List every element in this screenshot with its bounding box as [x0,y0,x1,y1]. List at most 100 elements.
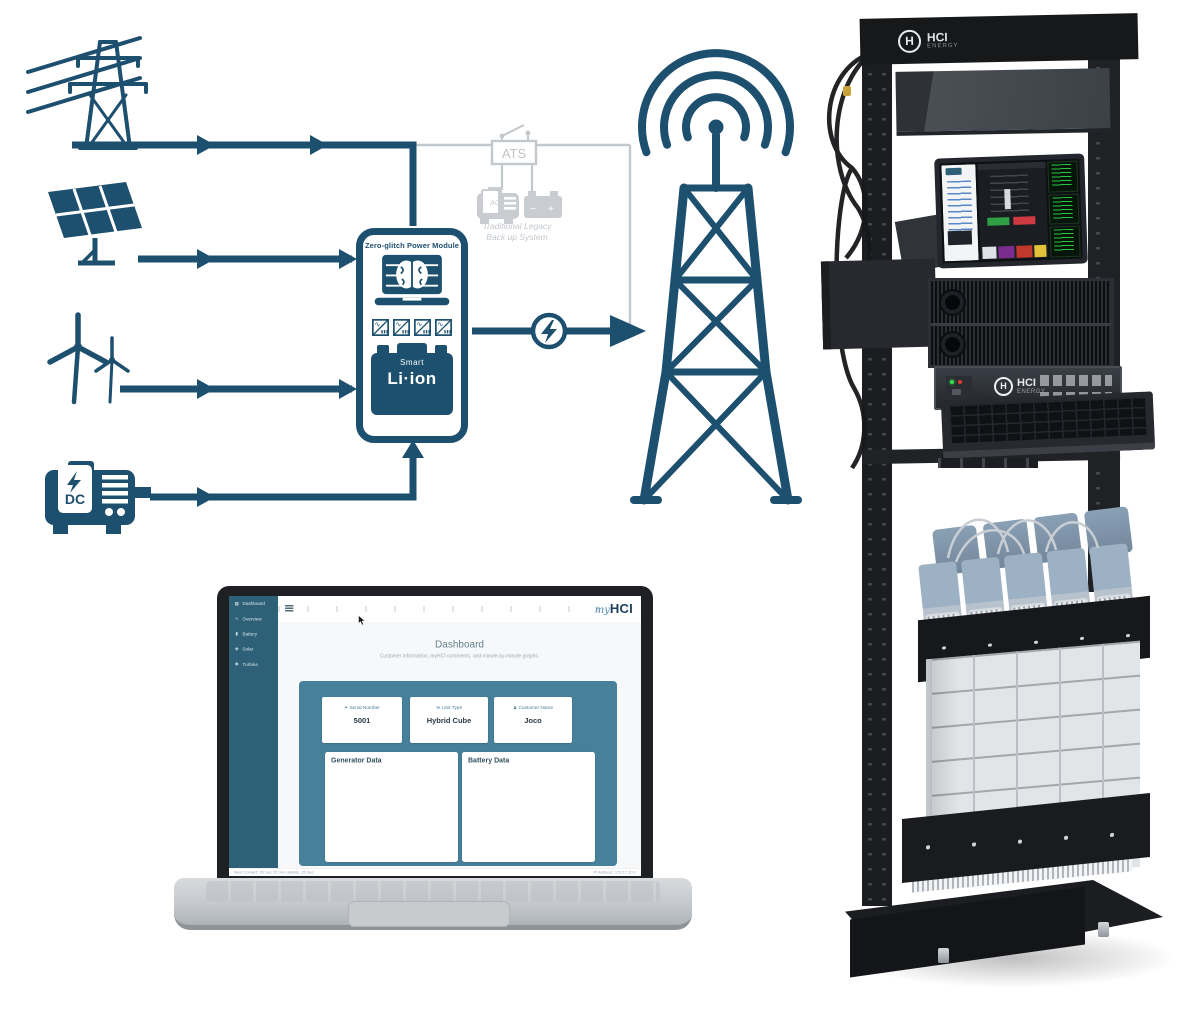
legacy-backup-group: AC − + ATS [413,124,632,326]
turbine-icon: ✱ [234,661,239,667]
dc-generator-label: DC [65,491,85,507]
monitor-ui-stop-button [1013,216,1036,225]
status-cell [1034,244,1047,258]
unit-type-icon: ≫ [435,705,441,710]
sidebar-item-dashboard[interactable]: ▦Dashboard [229,596,278,611]
sidebar-item-overview[interactable]: ∿Overview [229,611,278,626]
flow-arrows [72,135,646,507]
tray-slide-rail [938,458,1038,468]
green-led [950,380,954,384]
monitor-ui-gauges [1047,160,1081,258]
gauge-readout [1048,193,1080,226]
inverter-icon: ∿ [414,319,431,336]
smart-liion-battery: Smart Li·ion [371,343,453,415]
hci-logo-icon: H [897,29,922,53]
rack-ups-unit [895,68,1111,136]
bolt-icon [541,320,557,343]
fan-icon [939,289,966,316]
rack-side-box [820,258,938,350]
rack-server-vented [928,278,1114,368]
sidebar-item-solar[interactable]: ✚Solar [229,642,278,657]
dashboard-topbar: myHCI [278,596,641,623]
svg-text:∿: ∿ [375,322,381,329]
battery-liion-label: Li·ion [387,369,437,388]
myhci-dashboard: ▦Dashboard∿Overview▮Battery✚Solar✱Turbin… [229,596,641,876]
customer-name-value: Joco [524,716,542,726]
monitor-ui-statusrow [982,244,1047,260]
dashboard-icon: ▦ [234,600,239,606]
monitor-ui-sidebar [941,164,979,262]
legacy-generator-label: AC [489,200,501,207]
user-icon: ♟ [512,705,517,710]
battery-handle [397,343,427,353]
legacy-battery-icon [524,191,562,218]
inverter-icon: ∿ [435,319,452,336]
gauge-readout [1049,225,1081,258]
laptop-trackpad [348,901,510,927]
fan-icon [939,331,966,358]
status-bar: Next Contact: 30 Sec 15 min Update: 15 S… [229,868,641,876]
sidebar-item-battery[interactable]: ▮Battery [229,626,278,641]
red-led [958,380,962,384]
dashboard-panel: ✦Serial Number 5001 ≫Unit Type Hybrid Cu… [299,681,617,866]
battery-data-chart-card: Battery Data [462,752,595,862]
laptop-display: ▦Dashboard∿Overview▮Battery✚Solar✱Turbin… [229,596,641,876]
chart-title: Generator Data [331,756,382,764]
menu-icon[interactable] [285,605,294,612]
card-label: Serial Number [349,705,380,711]
wind-turbine-icon [47,312,130,405]
battery-terminal [377,345,389,353]
brain-icon [396,260,428,289]
legacy-generator-icon [477,187,519,224]
rack-keyboard [949,396,1147,444]
keyboard-tray [940,391,1156,459]
serial-number-card: ✦Serial Number 5001 [322,697,402,743]
page-title: Dashboard [435,639,484,650]
power-button [952,389,961,395]
inverter-icon: ∿ [372,319,389,336]
monitor-ui-start-button [987,217,1010,226]
flow-diagram: AC − + ATS [72,124,646,507]
overview-icon: ∿ [234,616,239,622]
ats-box [490,139,538,166]
sidebar-item-turbine[interactable]: ✱Turbine [229,657,278,672]
svg-text:∿: ∿ [438,322,444,329]
unit-type-card: ≫Unit Type Hybrid Cube [410,697,488,743]
dc-generator-icon [45,461,151,534]
power-source-icons: DC [26,36,151,534]
cursor-pointer [358,615,366,626]
page-subtitle: Customer information, myHCI comments, an… [379,653,540,660]
unit-logo: H HCI ENERGY [994,377,1045,396]
tag-icon: ✦ [344,705,348,710]
unit-type-value: Hybrid Cube [426,716,472,726]
sidebar-item-label: Battery [242,631,258,637]
status-cell [982,246,997,260]
card-label: Unit Type [442,705,463,711]
myhci-logo: myHCI [595,601,633,617]
logo-bold: HCI [609,601,633,616]
inverter-icon: ∿ [393,319,410,336]
sidebar-item-label: Overview [242,616,262,622]
generator-data-chart-card: Generator Data [325,752,458,862]
monitor-ui-slider [1004,189,1011,210]
svg-text:∿: ∿ [396,322,402,329]
status-cell [1016,245,1033,258]
monitor-screen [939,158,1083,264]
status-left: Next Contact: 30 Sec 15 min Update: 15 S… [234,870,314,875]
card-label: Customer Name [518,705,554,711]
solar-panel-icon [48,182,142,266]
cable-tie [843,86,851,96]
cell-tower-icon [630,49,802,505]
customer-name-card: ♟Customer Name Joco [494,697,572,743]
sidebar-item-label: Dashboard [242,601,265,607]
module-title: Zero-glitch Power Module [364,241,460,250]
sidebar-item-label: Turbine [242,661,258,667]
leveling-foot [938,948,949,963]
status-right: IP Address: 172.17.10.1 [593,870,636,875]
status-cell [998,245,1015,259]
rack-top-crossbar: H HCI ENERGY [859,13,1139,65]
laptop-keyboard [206,881,660,901]
battery-terminal [435,345,447,353]
battery-smart-label: Smart [400,358,424,367]
